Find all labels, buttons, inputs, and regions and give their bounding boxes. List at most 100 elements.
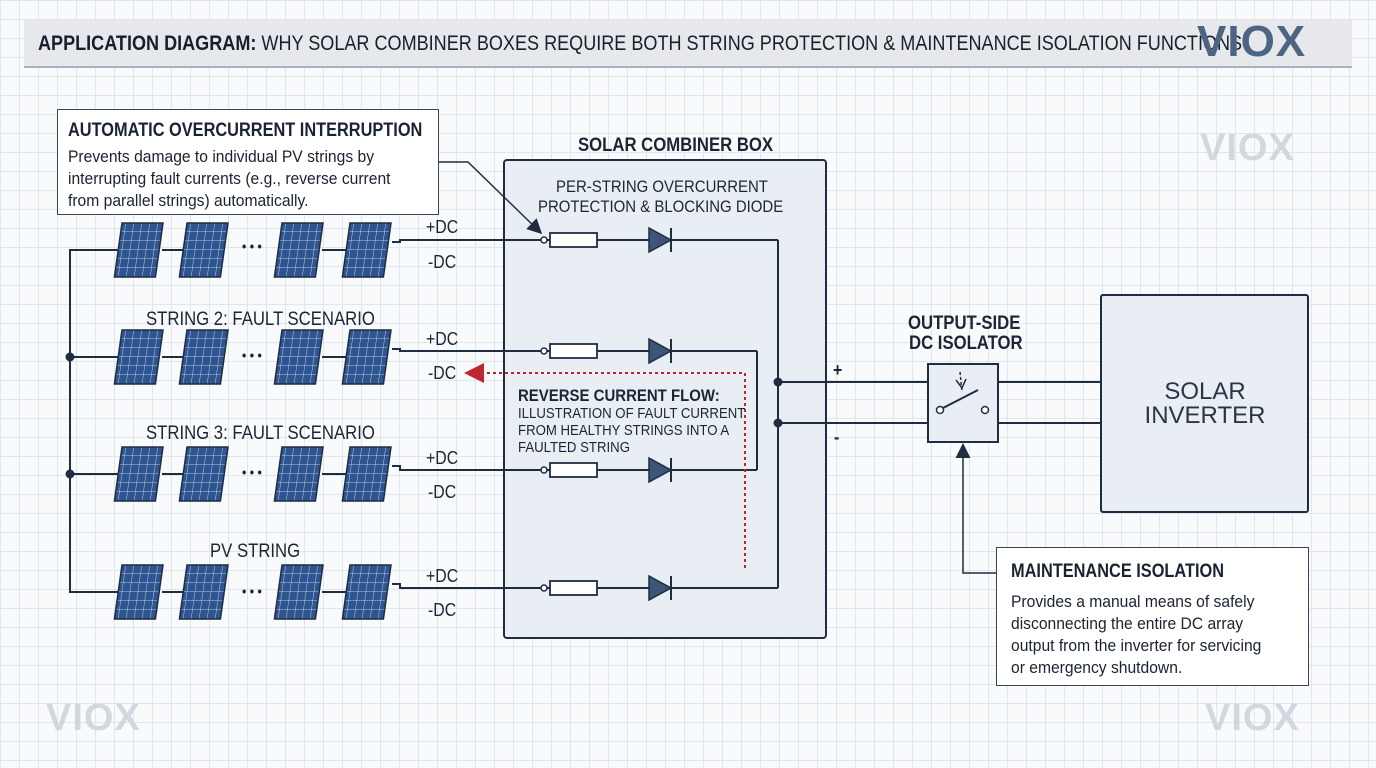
overcurrent-line: from parallel strings) automatically.	[68, 191, 309, 210]
solar-panel	[273, 222, 324, 278]
blocking-diode	[648, 456, 673, 484]
protection-label-1: PER-STRING OVERCURRENT	[556, 177, 768, 196]
terminal	[540, 584, 548, 592]
maintenance-line: disconnecting the entire DC array	[1011, 614, 1244, 633]
fuse	[549, 343, 598, 359]
watermark-bottom-right: VIOX	[1205, 697, 1300, 739]
plus-label: +	[833, 360, 843, 380]
string-4-ellipsis: • • •	[242, 583, 262, 599]
left-bus	[65, 249, 118, 593]
fuse	[549, 462, 598, 478]
reverse-current-path	[464, 363, 746, 568]
blocking-diode	[648, 226, 673, 254]
string-3-ellipsis: • • •	[242, 464, 262, 480]
dc-positive-wire	[392, 465, 541, 471]
overcurrent-line: Prevents damage to individual PV strings…	[68, 147, 375, 166]
maintenance-heading: MAINTENANCE ISOLATION	[1011, 561, 1225, 582]
solar-panel	[273, 329, 324, 385]
solar-panel	[113, 222, 164, 278]
string-1-pos-label: +DC	[426, 217, 459, 237]
reverse-current-heading: REVERSE CURRENT FLOW:	[518, 386, 720, 405]
string-2-label: STRING 2: FAULT SCENARIO	[146, 309, 375, 330]
solar-panel	[113, 564, 164, 620]
overcurrent-line: interrupting fault currents (e.g., rever…	[68, 169, 391, 188]
solar-panel	[178, 564, 229, 620]
solar-panel	[113, 446, 164, 502]
inverter-label-1: SOLAR	[1164, 378, 1246, 405]
protection-label-2: PROTECTION & BLOCKING DIODE	[538, 197, 784, 216]
maintenance-body: Provides a manual means of safely discon…	[1011, 591, 1284, 679]
string-4-neg-label: -DC	[428, 600, 457, 620]
inverter-box	[1100, 294, 1309, 513]
string-3-neg-label: -DC	[428, 482, 457, 502]
solar-panel	[113, 329, 164, 385]
inverter-label-2: INVERTER	[1144, 402, 1266, 429]
string-2-pos-label: +DC	[426, 329, 459, 349]
overcurrent-leader	[437, 161, 543, 235]
solar-panel-cells	[178, 564, 229, 620]
fuse-diode-lines	[392, 226, 778, 602]
solar-panel-cells	[113, 446, 164, 502]
dc-positive-wire	[392, 583, 541, 589]
solar-panel-cells	[113, 222, 164, 278]
watermark-top-right: VIOX	[1200, 127, 1295, 169]
overcurrent-heading: AUTOMATIC OVERCURRENT INTERRUPTION	[68, 120, 423, 141]
solar-panel-cells	[113, 564, 164, 620]
string-4-label: PV STRING	[210, 541, 301, 562]
string-1-neg-label: -DC	[428, 252, 457, 272]
fuse	[549, 232, 598, 248]
solar-panel	[341, 564, 392, 620]
title-rest: WHY SOLAR COMBINER BOXES REQUIRE BOTH ST…	[256, 32, 1243, 55]
solar-panel	[341, 446, 392, 502]
title-bar: APPLICATION DIAGRAM: WHY SOLAR COMBINER …	[24, 20, 1352, 68]
solar-panel	[341, 222, 392, 278]
string-2-ellipsis: • • •	[242, 347, 262, 363]
solar-panel-cells	[273, 222, 324, 278]
maintenance-callout: MAINTENANCE ISOLATION Provides a manual …	[996, 547, 1309, 686]
solar-panel	[178, 222, 229, 278]
solar-panel-cells	[178, 222, 229, 278]
pv-strings	[113, 222, 392, 620]
string-1-ellipsis: • • •	[242, 238, 262, 254]
overcurrent-callout: AUTOMATIC OVERCURRENT INTERRUPTION Preve…	[57, 109, 439, 215]
solar-panel-cells	[341, 564, 392, 620]
overcurrent-body: Prevents damage to individual PV strings…	[68, 146, 408, 212]
solar-panel-cells	[178, 329, 229, 385]
string-2-neg-label: -DC	[428, 363, 457, 383]
isolator-label-2: DC ISOLATOR	[909, 333, 1023, 354]
fuse	[549, 580, 598, 596]
solar-panel-cells	[273, 446, 324, 502]
diagram-title: APPLICATION DIAGRAM: WHY SOLAR COMBINER …	[38, 32, 1242, 56]
reverse-current-line: FAULTED STRING	[518, 439, 630, 456]
title-bold: APPLICATION DIAGRAM:	[38, 32, 257, 55]
maintenance-leader	[955, 443, 996, 574]
string-3-label: STRING 3: FAULT SCENARIO	[146, 423, 375, 444]
output-buses	[756, 240, 1101, 588]
maintenance-line: or emergency shutdown.	[1011, 658, 1183, 677]
solar-panel-cells	[341, 222, 392, 278]
solar-panel	[178, 446, 229, 502]
solar-panel	[273, 446, 324, 502]
watermark-bottom-left: VIOX	[46, 697, 141, 739]
brand-logo: VIOX	[1197, 17, 1307, 66]
dc-positive-wire	[392, 348, 541, 352]
string-3-pos-label: +DC	[426, 448, 459, 468]
blocking-diode	[648, 574, 673, 602]
dc-positive-wire	[392, 239, 541, 243]
combiner-title: SOLAR COMBINER BOX	[578, 135, 774, 156]
solar-panel-cells	[341, 329, 392, 385]
solar-panel-cells	[273, 329, 324, 385]
solar-panel-cells	[273, 564, 324, 620]
string-4-pos-label: +DC	[426, 566, 459, 586]
reverse-current-line: ILLUSTRATION OF FAULT CURRENT	[518, 405, 746, 422]
terminal	[540, 347, 548, 355]
dc-isolator-symbol	[927, 363, 999, 443]
terminal	[540, 236, 548, 244]
solar-panel	[341, 329, 392, 385]
solar-panel-cells	[178, 446, 229, 502]
solar-panel-cells	[113, 329, 164, 385]
solar-panel	[178, 329, 229, 385]
reverse-current-line: FROM HEALTHY STRINGS INTO A	[518, 422, 730, 439]
solar-panel-cells	[341, 446, 392, 502]
